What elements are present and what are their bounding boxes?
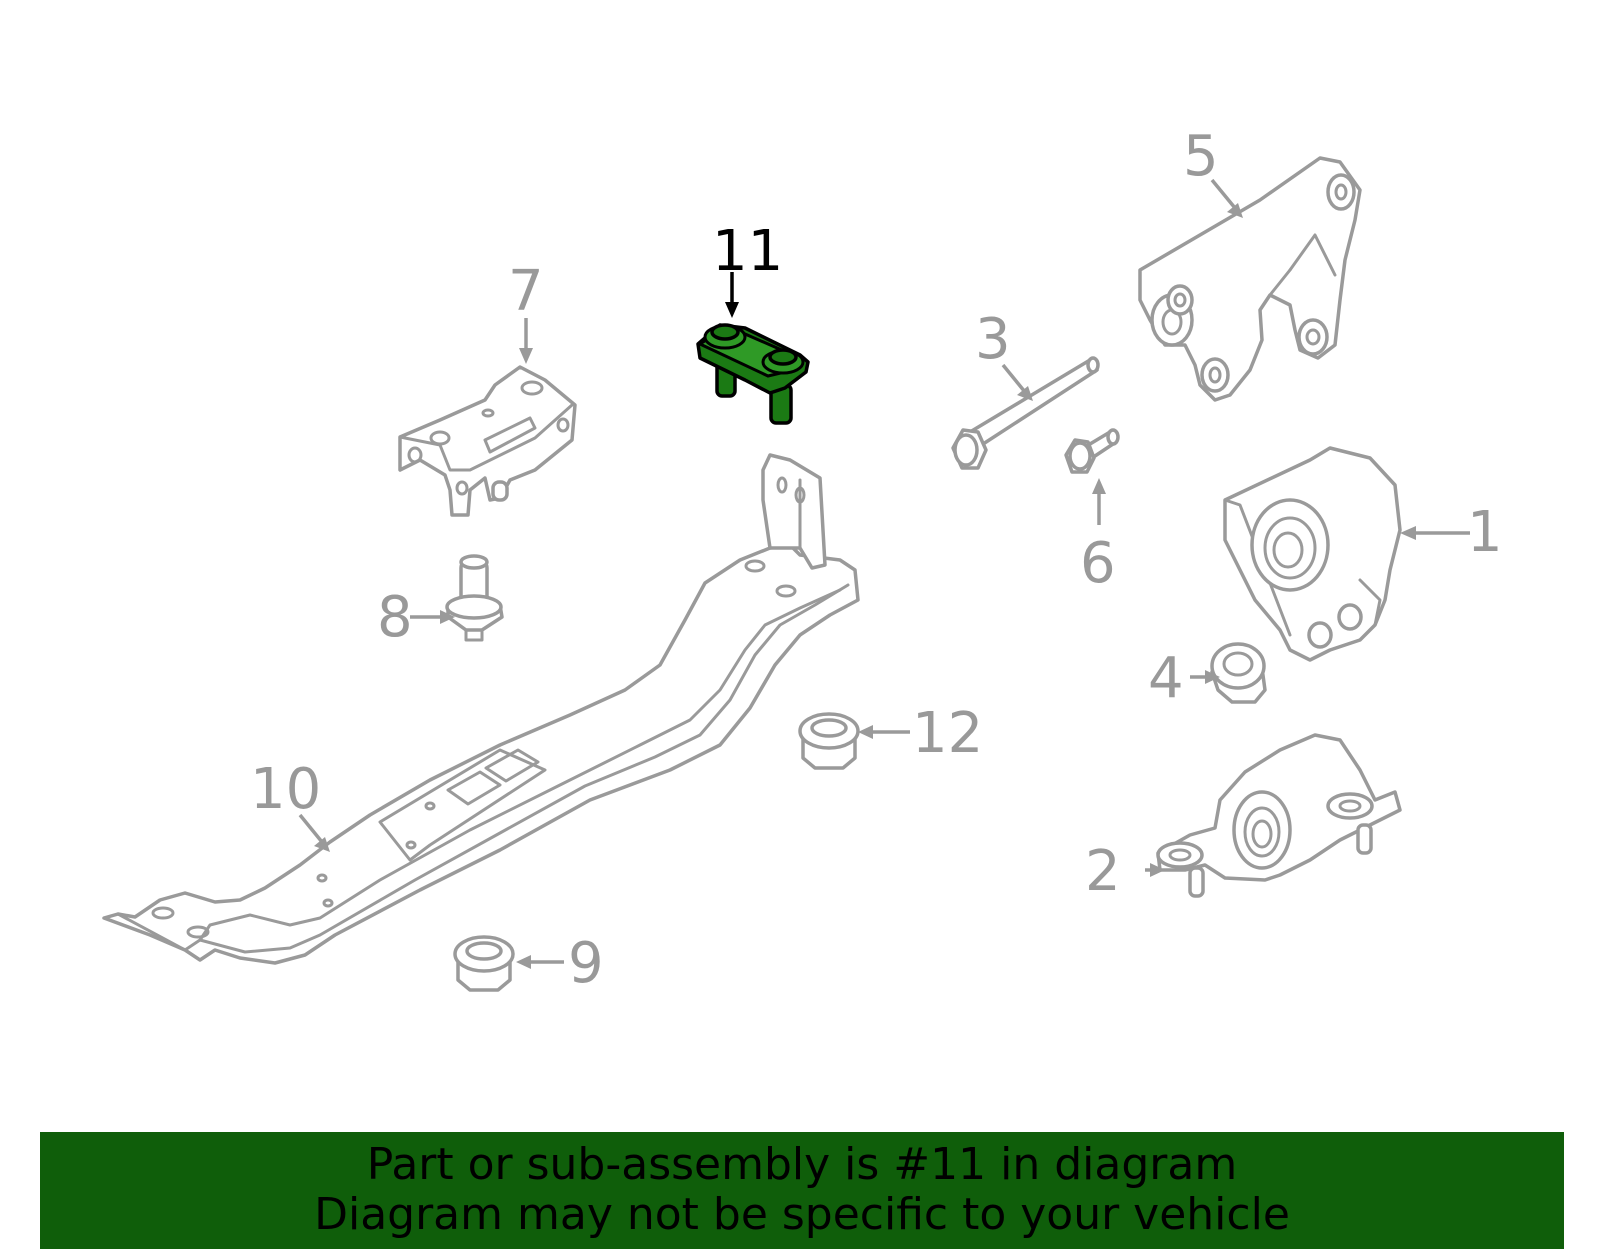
- callout-1: 1: [1400, 500, 1503, 565]
- part-10-crossmember[interactable]: [102, 453, 860, 965]
- part-12-flange-nut[interactable]: [798, 712, 860, 770]
- part-3-bolt[interactable]: [951, 356, 1100, 470]
- part-8-stud-bolt[interactable]: [445, 554, 504, 642]
- part-1-engine-mount[interactable]: [1223, 446, 1402, 662]
- callout-1-label: 1: [1467, 500, 1503, 565]
- callout-9-label: 9: [568, 931, 604, 996]
- callout-12-label: 12: [912, 701, 983, 766]
- callout-12: 12: [858, 701, 983, 766]
- callout-2: 2: [1085, 839, 1165, 904]
- part-4-nut[interactable]: [1210, 642, 1267, 704]
- callout-8: 8: [377, 585, 455, 650]
- callout-6: 6: [1080, 478, 1116, 596]
- callout-2-label: 2: [1085, 839, 1121, 904]
- callout-7-label: 7: [508, 259, 544, 324]
- callout-5-label: 5: [1183, 124, 1219, 189]
- callout-3-label: 3: [975, 307, 1011, 372]
- part-7-bracket[interactable]: [398, 365, 577, 517]
- part-11-mount-plate[interactable]: [696, 323, 810, 425]
- banner-line-1: Part or sub-assembly is #11 in diagram: [366, 1139, 1238, 1190]
- part-6-bolt[interactable]: [1064, 428, 1120, 474]
- info-banner: Part or sub-assembly is #11 in diagram D…: [40, 1132, 1564, 1249]
- banner-line-2: Diagram may not be specific to your vehi…: [314, 1189, 1290, 1240]
- part-5-bracket[interactable]: [1138, 156, 1362, 402]
- callout-9: 9: [516, 931, 604, 996]
- callout-11-label: 11: [712, 219, 783, 284]
- callout-8-label: 8: [377, 585, 413, 650]
- callout-3: 3: [975, 307, 1033, 401]
- callout-10: 10: [250, 757, 330, 852]
- callout-4-label: 4: [1148, 646, 1184, 711]
- callout-10-label: 10: [250, 757, 321, 822]
- callout-6-label: 6: [1080, 531, 1116, 596]
- callout-11: 11: [712, 219, 783, 318]
- part-9-flange-nut[interactable]: [453, 935, 515, 992]
- callout-5: 5: [1183, 124, 1243, 218]
- callout-4: 4: [1148, 646, 1220, 711]
- part-2-transmission-mount[interactable]: [1156, 733, 1402, 898]
- callout-7: 7: [508, 259, 544, 364]
